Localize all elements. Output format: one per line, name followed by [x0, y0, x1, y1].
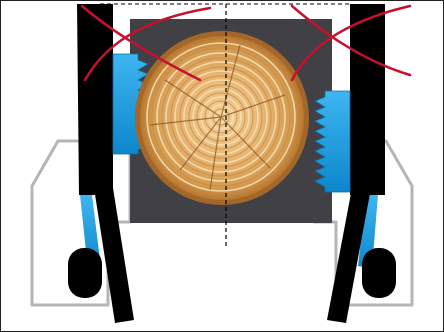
right-pad — [362, 248, 396, 298]
left-arm-upper — [77, 4, 113, 195]
right-arm-upper — [350, 4, 385, 195]
log-cross-section — [135, 31, 309, 205]
left-pad — [68, 248, 102, 298]
